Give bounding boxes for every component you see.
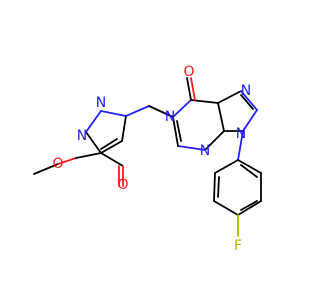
bond-c6-n5-double: [176, 120, 182, 142]
bond-c4-o: [186, 77, 192, 101]
bond-c6-n5: [172, 116, 179, 147]
atom-n-core-pyrimidine: N: [200, 143, 210, 159]
bond-n7-c6: [177, 145, 206, 151]
bond-c3-n2-double: [240, 94, 254, 110]
molecule-structure: N N O O N O N N N F: [0, 0, 300, 300]
bond-c3a-c3: [217, 90, 242, 104]
atom-n-pyrazole-2: N: [77, 128, 87, 144]
bond-pyrazole-n1-c5: [100, 110, 127, 117]
bond-n1-methylene: [125, 105, 150, 117]
bond-c3a-c7a: [217, 102, 225, 132]
bond-pyrazole-c3-n2: [85, 131, 102, 154]
bond-c7a-n7: [204, 130, 225, 151]
bond-pyrazole-n2-n1: [85, 110, 102, 133]
bond-oxygen-carbonyl-left: [57, 157, 77, 165]
bond-methylene-n5: [148, 105, 174, 118]
bond-ph-c2-c3: [213, 172, 216, 202]
atom-f-para: F: [234, 238, 242, 254]
bond-n1-phenyl: [237, 130, 244, 161]
bond-ph-c3-c4: [213, 200, 239, 216]
bond-pyrazole-c5-c4: [121, 115, 127, 142]
atom-n-core-pyrazole-1: N: [241, 83, 251, 99]
bond-n2-n1: [242, 109, 258, 132]
atom-n-core-pyrazole-2: N: [236, 126, 246, 142]
molecule-canvas: N N O O N O N N N F: [0, 0, 300, 300]
bond-ph-c6-c1: [237, 159, 262, 174]
bond-ph-c4-c5: [237, 200, 262, 216]
atom-o-carbonyl: O: [117, 177, 128, 193]
atom-o-core-keto: O: [183, 64, 194, 80]
bond-ph-c1-c2: [214, 159, 239, 174]
bond-ph-double-1: [217, 176, 220, 198]
bond-methyl-oxygen: [33, 163, 59, 175]
atom-n-pyrazole-1: N: [96, 95, 106, 111]
bond-n5-c4: [172, 99, 192, 118]
bond-c4-o-double: [190, 77, 196, 101]
bond-c3-n2: [240, 90, 258, 111]
bond-ph-double-3: [240, 164, 258, 178]
canvas-background: [0, 0, 300, 300]
bond-carbonyl-carbon: [100, 152, 124, 167]
bond-ph-double-2: [240, 200, 258, 211]
bond-carbonyl-carbon-left: [75, 152, 102, 159]
atom-o-ester: O: [52, 156, 63, 172]
bond-pyrazole-c4-c3: [100, 140, 123, 154]
bond-pyrazole-double-inner: [100, 138, 118, 150]
atom-n-core-5: N: [165, 109, 175, 125]
